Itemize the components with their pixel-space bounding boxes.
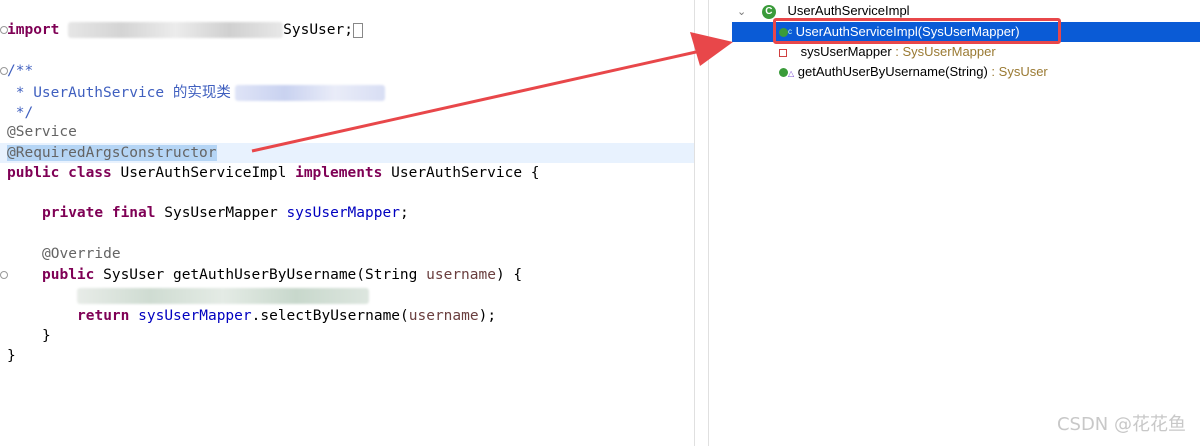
code-text: UserAuthServiceImpl (111, 165, 296, 181)
param-name: username (408, 308, 479, 324)
keyword: import (7, 22, 60, 38)
outline-item-constructor[interactable]: c UserAuthServiceImpl(SysUserMapper) (779, 22, 1020, 42)
code-line: return sysUserMapper.selectByUsername(us… (77, 306, 496, 326)
code-line: public class UserAuthServiceImpl impleme… (7, 163, 540, 183)
code-line (77, 286, 369, 306)
comment-text: * UserAuthService 的实现类 (7, 85, 231, 101)
outline-panel: ⌄ C UserAuthServiceImpl c UserAuthServic… (709, 0, 1200, 446)
field-name: sysUserMapper (138, 308, 252, 324)
watermark: CSDN @花花鱼 (1056, 414, 1186, 435)
public-method-icon (779, 28, 788, 38)
private-field-icon (779, 48, 787, 57)
code-text: SysUser; (283, 22, 353, 38)
item-type: : SysUserMapper (891, 44, 996, 59)
class-name: UserAuthServiceImpl (787, 3, 910, 18)
code-editor[interactable]: import SysUser; /** * UserAuthService 的实… (0, 0, 694, 446)
keyword: public (42, 267, 95, 283)
code-text: ; (399, 205, 409, 221)
collapsed-marker[interactable] (352, 22, 363, 38)
code-line: private final SysUserMapper sysUserMappe… (42, 203, 409, 223)
chevron-down-icon[interactable]: ⌄ (737, 6, 747, 18)
code-line: /** (7, 63, 34, 79)
keyword: public class (7, 165, 112, 181)
blurred-text (77, 288, 369, 304)
selected-row-highlight (732, 22, 1200, 42)
selected-text: @RequiredArgsConstructor (7, 145, 217, 161)
code-text: UserAuthService { (382, 165, 540, 181)
keyword: return (77, 308, 130, 324)
code-line: @Service (7, 124, 77, 140)
item-label: UserAuthServiceImpl(SysUserMapper) (795, 24, 1020, 39)
public-method-icon (779, 68, 788, 78)
code-text: SysUserMapper (155, 205, 287, 221)
param-name: username (426, 267, 496, 283)
outline-item-field[interactable]: sysUserMapper : SysUserMapper (779, 42, 996, 62)
code-line: */ (7, 105, 34, 121)
constructor-icon: c (788, 27, 792, 36)
code-line: @Override (42, 246, 121, 262)
blurred-text (234, 85, 385, 101)
code-text: SysUser getAuthUserByUsername(String (94, 267, 427, 283)
code-text: .selectByUsername( (251, 308, 409, 324)
code-line: import SysUser; (7, 20, 363, 40)
code-line: public SysUser getAuthUserByUsername(Str… (42, 265, 522, 285)
divider[interactable] (708, 0, 709, 446)
code-text: ); (478, 308, 497, 324)
keyword: private final (42, 205, 156, 221)
blurred-text (68, 22, 284, 38)
code-line: * UserAuthService 的实现类 (7, 83, 385, 103)
fold-icon[interactable] (0, 271, 8, 279)
keyword: implements (295, 165, 383, 181)
divider[interactable] (694, 0, 695, 446)
item-label: sysUserMapper (800, 44, 892, 59)
item-type: : SysUser (987, 64, 1048, 79)
outline-class-node[interactable]: ⌄ C UserAuthServiceImpl (737, 1, 910, 21)
code-line: @RequiredArgsConstructor (7, 143, 217, 163)
fold-icon[interactable] (0, 26, 8, 34)
code-line: } (42, 328, 51, 344)
code-line: } (7, 348, 16, 364)
class-icon: C (761, 4, 776, 19)
override-icon: △ (788, 69, 795, 78)
fold-icon[interactable] (0, 67, 8, 75)
item-label: getAuthUserByUsername(String) (797, 64, 988, 79)
field-name: sysUserMapper (286, 205, 400, 221)
outline-item-method[interactable]: △ getAuthUserByUsername(String) : SysUse… (779, 62, 1048, 82)
code-text: ) { (495, 267, 523, 283)
annotation-highlight-box (773, 18, 1061, 44)
